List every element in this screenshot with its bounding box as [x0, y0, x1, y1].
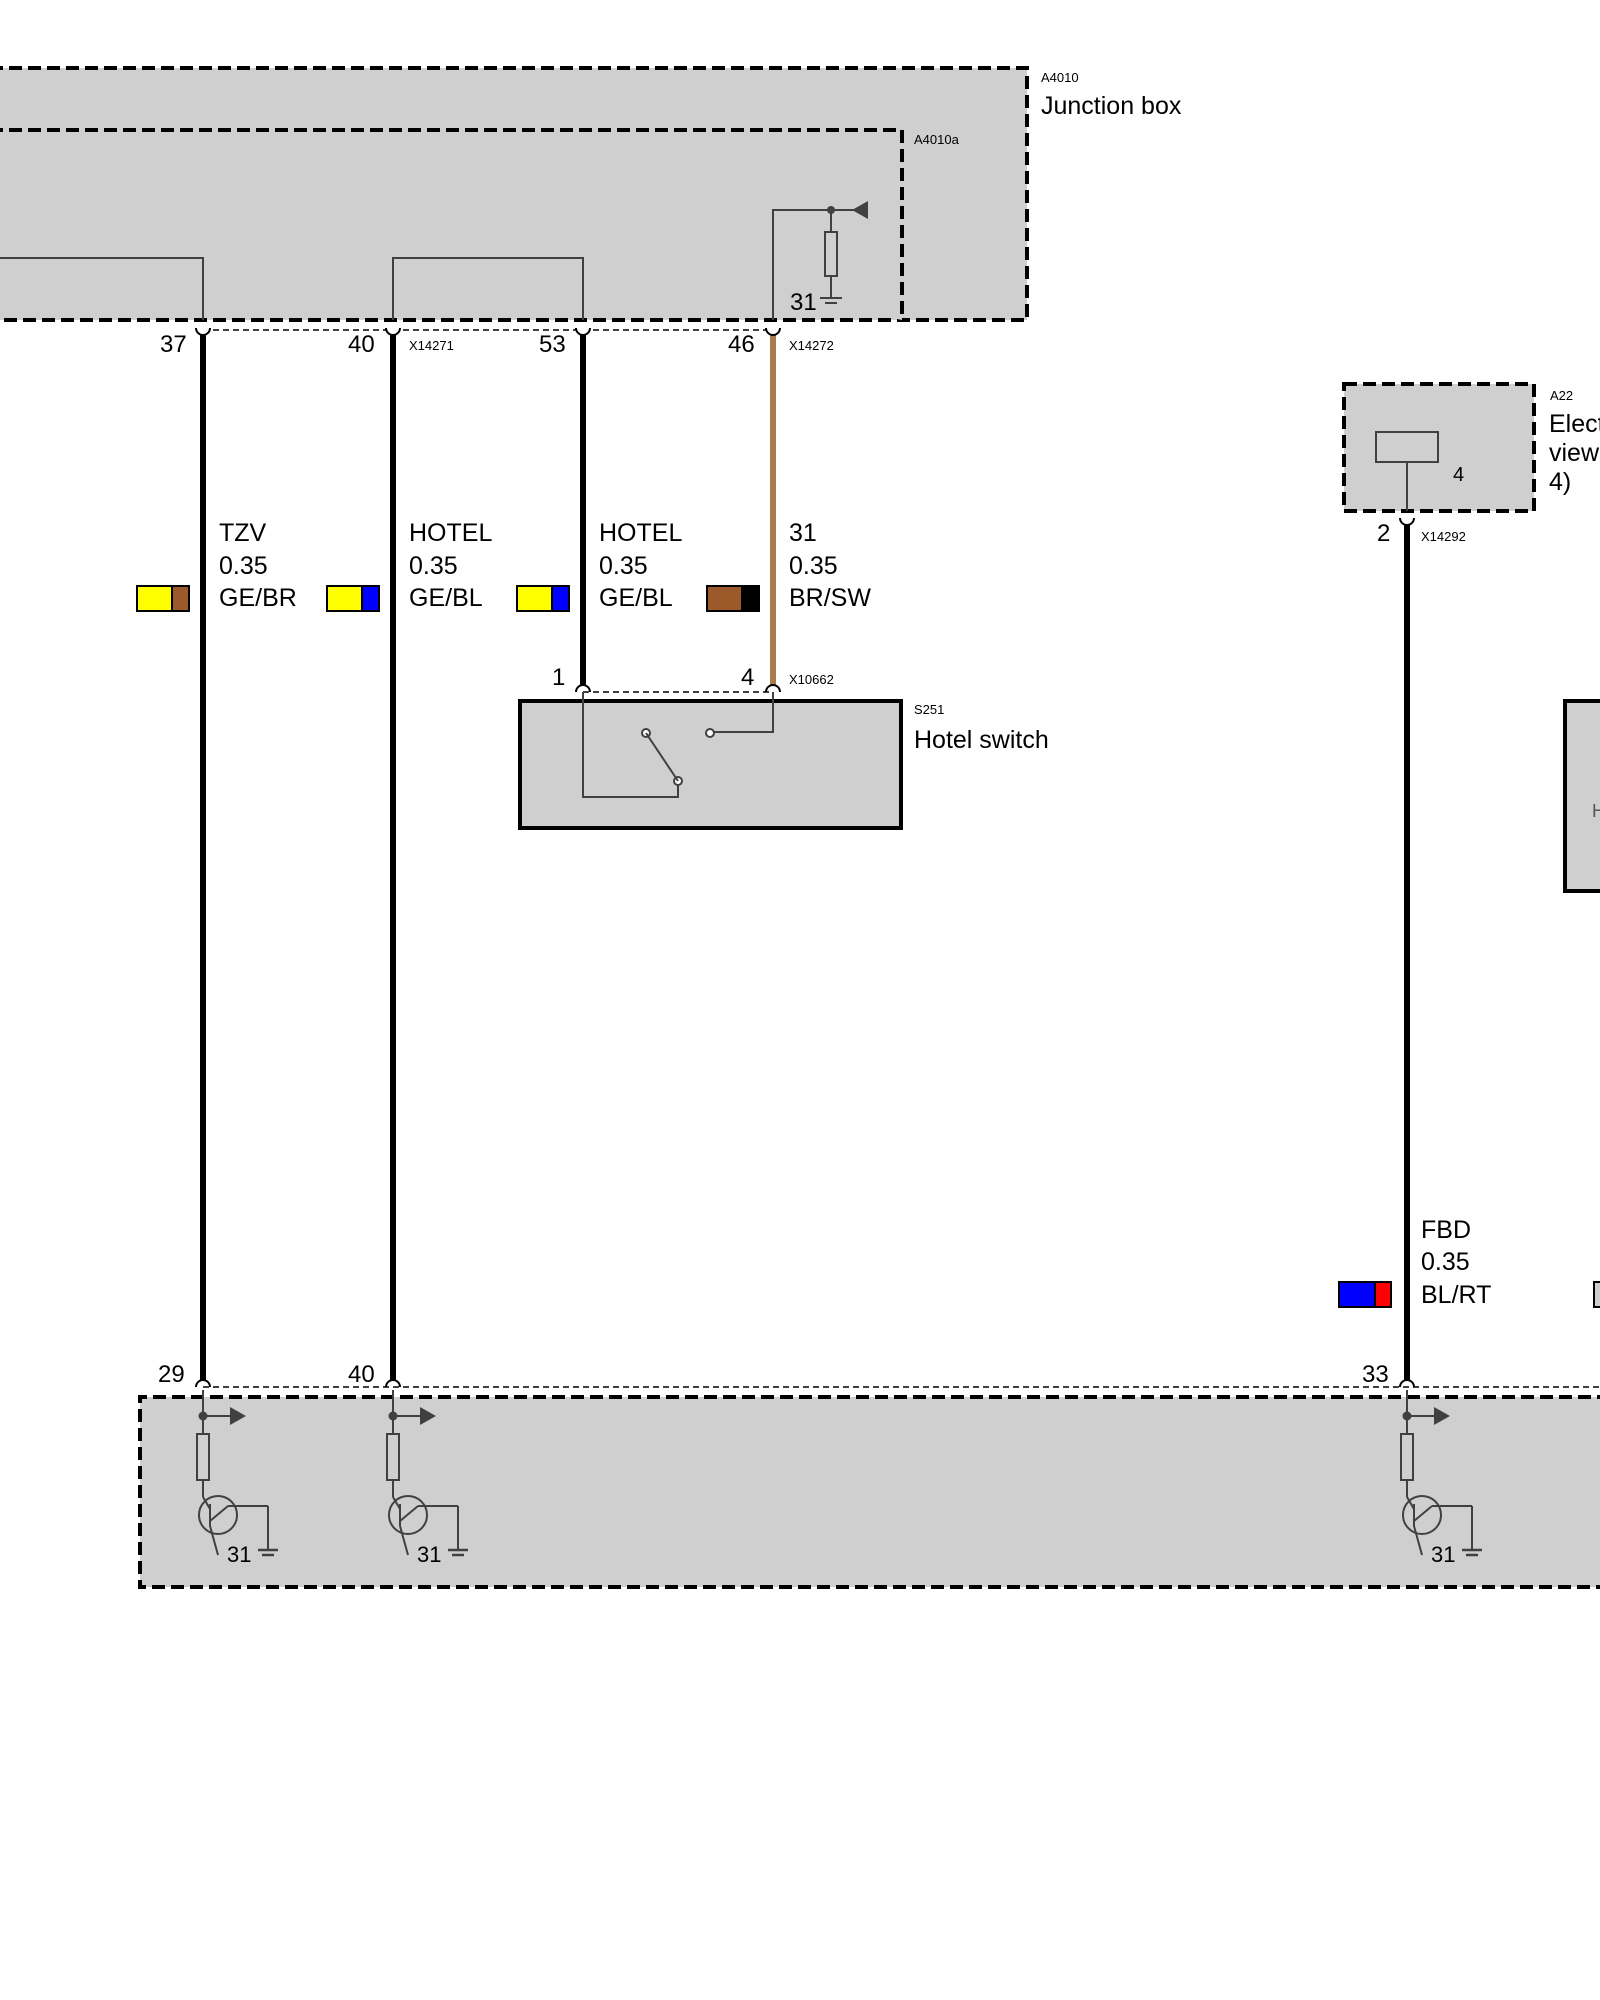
hotel-switch-outline — [518, 699, 903, 830]
wire-hotel-2-color-code: GE/BL — [599, 584, 673, 612]
jb-trace-40-53 — [392, 257, 584, 320]
junction-box-inner-outline — [0, 128, 904, 320]
wire-fbd-color-swatch-1 — [1338, 1281, 1376, 1308]
wire-fbd-color-swatch-2 — [1374, 1281, 1392, 1308]
bottom-unit-outline — [138, 1395, 1600, 1589]
hotel-switch-pin-1: 1 — [552, 664, 565, 691]
jb-trace-37 — [0, 257, 204, 320]
a22-id: A22 — [1550, 388, 1573, 403]
output-stage-1-ground: 31 — [227, 1542, 251, 1567]
bottom-pin-29: 29 — [158, 1361, 185, 1388]
jb-pin-37: 37 — [160, 331, 187, 358]
wire-tzv-color-swatch-1 — [136, 585, 173, 612]
bottom-pin-33: 33 — [1362, 1361, 1389, 1388]
right-partial-box-letter: H — [1592, 801, 1600, 821]
wire-hotel-1-color-swatch-2 — [361, 585, 380, 612]
partial-swatch-edge — [1593, 1281, 1600, 1308]
wire-31-color-swatch-2 — [741, 585, 760, 612]
hotel-switch-trace-left — [582, 692, 679, 798]
wire-tzv-signal: TZV — [219, 519, 267, 547]
wire-31-color-swatch-1 — [706, 585, 743, 612]
jb-arrow-icon — [852, 201, 868, 219]
output-stage-2-ground: 31 — [417, 1542, 441, 1567]
a22-pin-2: 2 — [1377, 520, 1390, 547]
wire-hotel-1-color-code: GE/BL — [409, 584, 483, 612]
wire-tzv-color-code: GE/BR — [219, 584, 297, 612]
wire-tzv-color-swatch-2 — [171, 585, 190, 612]
jb-ground-icon — [820, 297, 842, 304]
a22-name-line1: Elect — [1549, 410, 1600, 438]
jb-pin-40: 40 — [348, 331, 375, 358]
jb-pin-53: 53 — [539, 331, 566, 358]
jb-connector-x14272: X14272 — [789, 338, 834, 353]
wire-hotel-1-signal: HOTEL — [409, 519, 492, 547]
a22-name-line3: 4) I — [1549, 468, 1600, 496]
wire-fbd-color-code: BL/RT — [1421, 1281, 1491, 1309]
jb-pin-46: 46 — [728, 331, 755, 358]
hotel-switch-id: S251 — [914, 702, 944, 717]
wire-31-color-code: BR/SW — [789, 584, 871, 612]
hotel-switch-connector-x10662: X10662 — [789, 672, 834, 687]
junction-box-id: A4010 — [1041, 70, 1079, 85]
wire-tzv-size: 0.35 — [219, 552, 268, 580]
hotel-switch-lever-icon — [645, 732, 679, 782]
jb-connector-x14271: X14271 — [409, 338, 454, 353]
wire-hotel-2-color-swatch-2 — [551, 585, 570, 612]
terminal-marks — [195, 327, 1415, 1388]
a22-inner-pin: 4 — [1453, 464, 1464, 486]
output-stage-3 — [1400, 1390, 1482, 1557]
hotel-switch-trace-right — [714, 692, 774, 733]
hotel-switch-name: Hotel switch — [914, 726, 1049, 754]
wire-fbd-size: 0.35 — [1421, 1248, 1470, 1276]
wire-hotel-1-color-swatch-1 — [326, 585, 363, 612]
jb-ground-label: 31 — [790, 289, 817, 316]
output-stage-2 — [386, 1390, 468, 1557]
a22-name-line2: view — [1549, 439, 1600, 467]
bottom-pin-40: 40 — [348, 1361, 375, 1388]
junction-box-inner-id: A4010a — [914, 132, 960, 147]
output-stage-3-ground: 31 — [1431, 1542, 1455, 1567]
wire-hotel-1-size: 0.35 — [409, 552, 458, 580]
right-partial-box — [1563, 699, 1600, 893]
junction-box-name: Junction box — [1041, 92, 1182, 120]
hotel-switch-pin-4: 4 — [741, 664, 754, 691]
wire-hotel-2-signal: HOTEL — [599, 519, 682, 547]
jb-resistor-icon — [824, 231, 838, 277]
wire-31-size: 0.35 — [789, 552, 838, 580]
a22-connector-x14292: X14292 — [1421, 529, 1466, 544]
wire-hotel-2-size: 0.35 — [599, 552, 648, 580]
hotel-switch-contact-3 — [705, 728, 715, 738]
wire-hotel-2-color-swatch-1 — [516, 585, 553, 612]
output-stage-1 — [196, 1390, 278, 1557]
wire-31-signal: 31 — [789, 519, 817, 547]
wire-fbd-signal: FBD — [1421, 1216, 1471, 1244]
